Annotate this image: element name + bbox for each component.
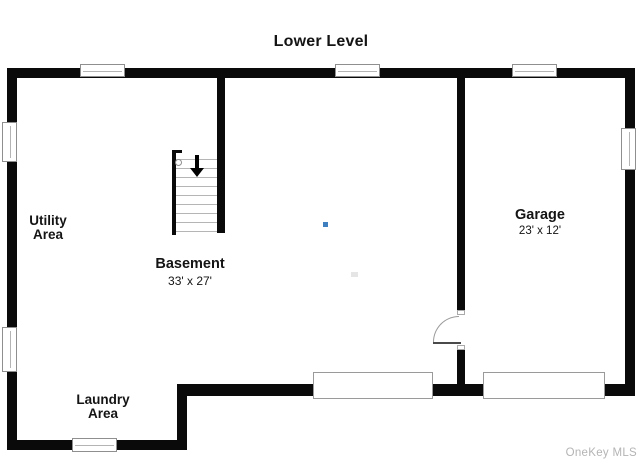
window-top-2 — [335, 64, 380, 77]
window-right-1 — [621, 128, 636, 170]
room-label-garage: Garage 23' x 12' — [515, 207, 565, 237]
wall-stair-right — [217, 78, 225, 233]
room-label-laundry-line2: Area — [87, 406, 119, 421]
window-left-2 — [2, 327, 17, 372]
stair-tread — [176, 231, 217, 232]
stair-tread — [176, 186, 217, 187]
door-jamb-bottom — [457, 345, 465, 350]
stair-tread — [176, 204, 217, 205]
room-label-utility-line1: Utility — [29, 213, 67, 228]
stair-tread — [176, 195, 217, 196]
window-top-1 — [80, 64, 125, 77]
room-label-laundry: Laundry Area — [76, 393, 129, 421]
window-top-3 — [512, 64, 557, 77]
room-label-basement: Basement 33' x 27' — [155, 256, 225, 288]
room-label-utility-line2: Area — [32, 227, 64, 242]
room-dims-garage: 23' x 12' — [518, 224, 562, 237]
watermark: OneKey MLS — [565, 447, 637, 459]
blue-dot-marker — [323, 222, 328, 227]
wall-laundry-right — [177, 384, 187, 450]
stair-tread — [176, 213, 217, 214]
wall-stair-cap — [172, 150, 182, 153]
stair-tread — [176, 222, 217, 223]
window-left-1 — [2, 122, 17, 162]
stairs-down-arrow-head-icon — [190, 168, 204, 177]
page-title: Lower Level — [273, 33, 369, 50]
wall-stair-left — [172, 150, 176, 235]
room-dims-basement: 33' x 27' — [168, 273, 212, 288]
window-laundry — [72, 438, 117, 452]
door-swing-arc — [433, 316, 459, 342]
stair-tread — [176, 177, 217, 178]
room-name-garage: Garage — [515, 207, 565, 223]
faint-smudge — [351, 272, 358, 277]
room-label-laundry-line1: Laundry — [76, 392, 130, 407]
stairs-down-arrow-icon — [195, 155, 199, 169]
wall-garage-divider-lower — [457, 345, 465, 384]
room-label-utility: Utility Area — [29, 214, 67, 242]
door-jamb-top — [457, 310, 465, 315]
garage-door-1 — [313, 372, 433, 399]
wall-garage-divider-upper — [457, 78, 465, 315]
wall-left — [7, 68, 17, 450]
garage-door-2 — [483, 372, 605, 399]
door-leaf — [433, 342, 461, 344]
stair-newel-circle — [175, 159, 182, 166]
room-name-basement: Basement — [155, 256, 225, 272]
wall-top — [7, 68, 635, 78]
wall-right — [625, 68, 635, 396]
